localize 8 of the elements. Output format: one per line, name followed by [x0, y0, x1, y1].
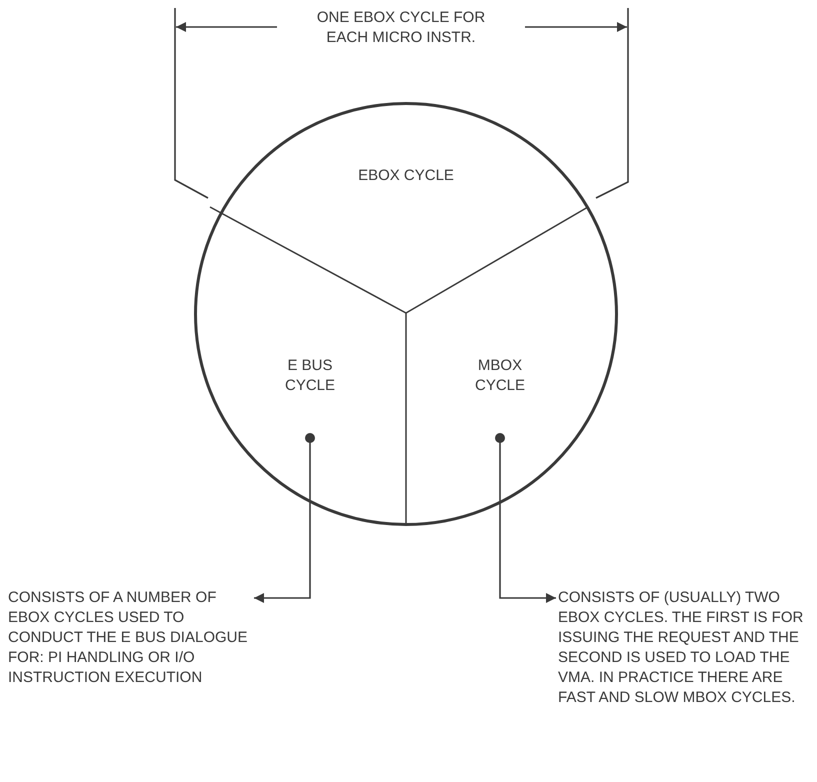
- sector-label: MBOX CYCLE: [474, 356, 526, 396]
- note-text: CONSISTS OF (USUALLY) TWO EBOX CYCLES. THE FIRST IS FOR ISSUING THE REQUEST AND THE SECOND IS USED TO LOAD THE VMA. IN PRACTICE THERE ARE FAST AND SLOW MBOX CYCLES.: [558, 588, 804, 708]
- leader-arrow: [495, 433, 556, 603]
- leader-arrow: [254, 433, 315, 603]
- sector-label: EBOX CYCLE: [357, 166, 455, 186]
- note-text: CONSISTS OF A NUMBER OF EBOX CYCLES USED TO CONDUCT THE E BUS DIALOGUE FOR: PI HANDLING OR I/O INSTRUCTION EXECUTION: [8, 588, 248, 688]
- dimension-label: ONE EBOX CYCLE FOR EACH MICRO INSTR.: [316, 8, 486, 48]
- sector-label: E BUS CYCLE: [284, 356, 336, 396]
